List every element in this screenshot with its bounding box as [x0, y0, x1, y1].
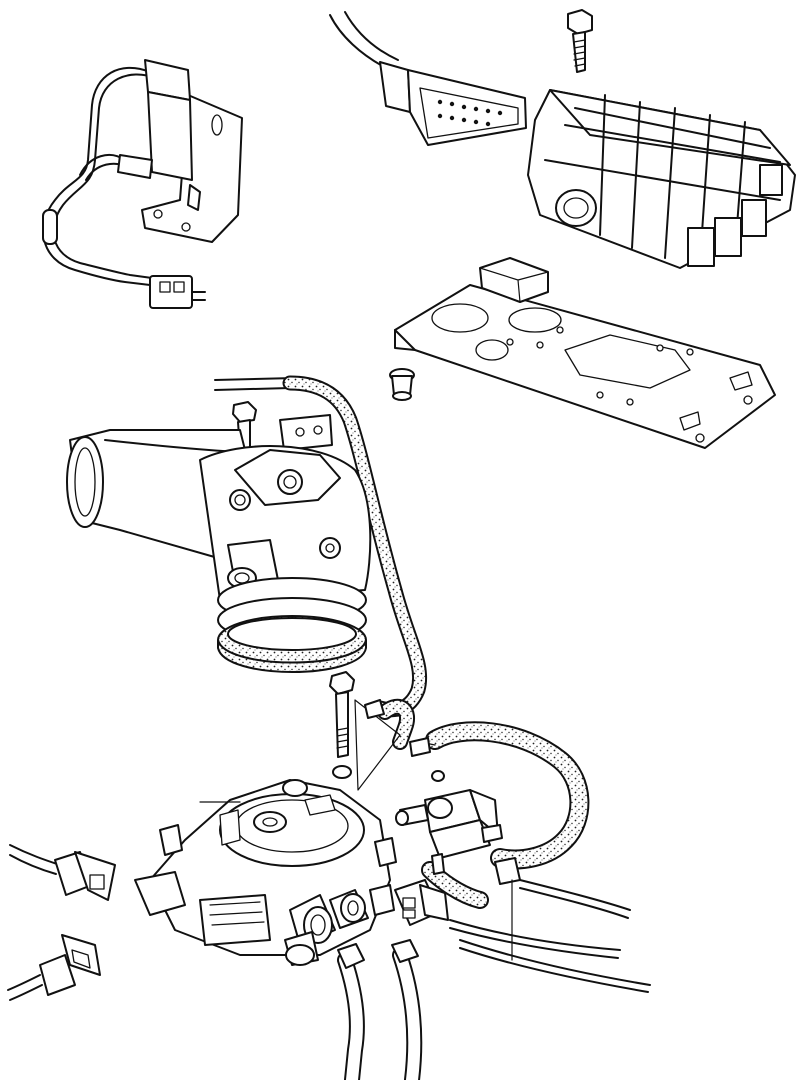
- solenoid-valve: [395, 789, 503, 875]
- throttle-body-assembly: [134, 671, 445, 966]
- fuel-injector-connector: [7, 844, 521, 1001]
- mounting-bolt: [567, 9, 593, 73]
- multi-pin-connector-plug: [329, 11, 527, 146]
- vacuum-hose: [214, 375, 590, 909]
- ecu-control-unit: [527, 89, 796, 269]
- throttle-cables: [449, 879, 651, 993]
- air-intake-elbow-housing: [66, 401, 372, 673]
- rubber-grommet: [389, 368, 415, 401]
- sensor-bracket-with-wiring: [42, 59, 243, 309]
- fuel-lines: [337, 939, 423, 1080]
- ecu-mounting-plate: [394, 257, 776, 449]
